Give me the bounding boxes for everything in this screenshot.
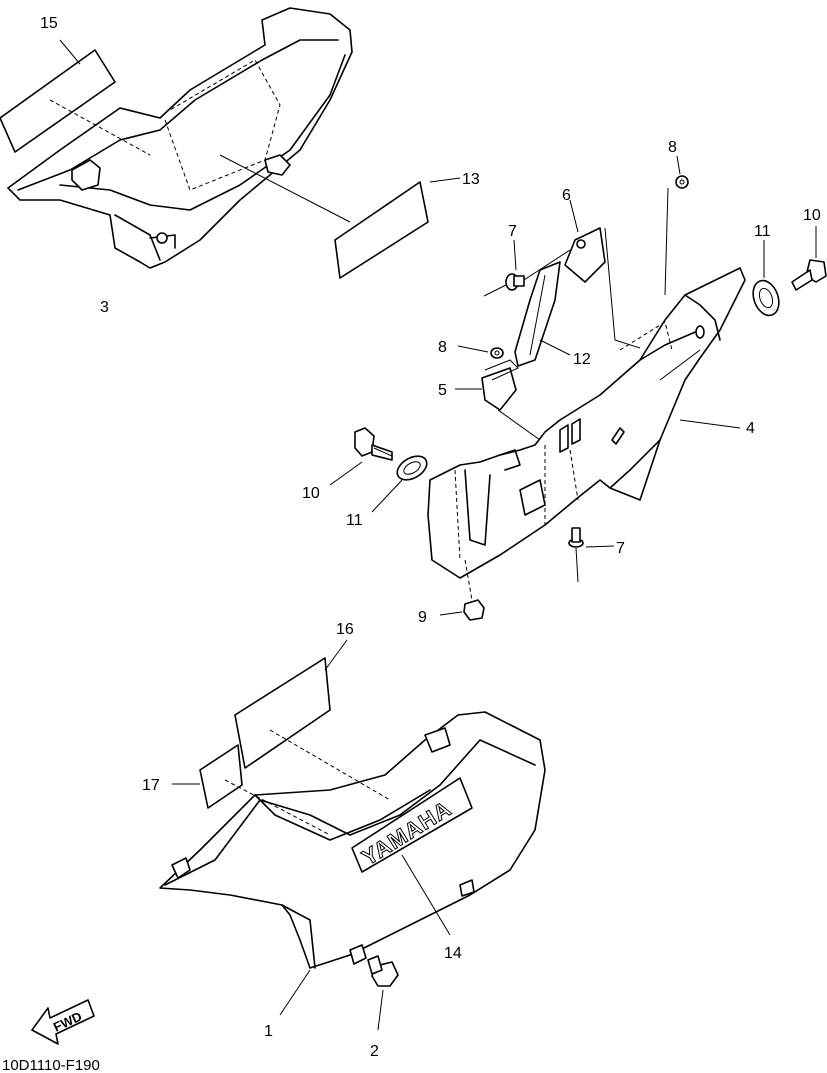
decal-part-17 — [172, 744, 331, 836]
callout-4: 4 — [746, 420, 755, 437]
callout-11-left: 11 — [346, 512, 363, 529]
callout-9: 9 — [418, 609, 427, 626]
callout-7-lower: 7 — [616, 540, 625, 557]
callout-15: 15 — [40, 15, 58, 32]
callout-1: 1 — [264, 1023, 273, 1040]
side-cover-lower-part-1 — [159, 711, 546, 969]
forward-label: FWD — [51, 1009, 84, 1035]
callout-10-left: 10 — [302, 485, 320, 502]
washer-part-8-upper — [664, 155, 689, 296]
callout-12: 12 — [573, 351, 591, 368]
grommet-part-11-right — [752, 240, 780, 317]
callout-8-lower: 8 — [438, 339, 447, 356]
clip-part-5 — [455, 359, 541, 441]
decal-part-13 — [219, 154, 461, 279]
callout-10-right: 10 — [803, 207, 821, 224]
rivet-part-7-upper — [483, 239, 571, 297]
forward-arrow-icon: FWD — [31, 999, 95, 1045]
callout-labels: 15 13 3 8 6 7 10 11 12 8 5 4 10 11 7 9 1… — [40, 15, 821, 1060]
nut-part-9 — [439, 559, 485, 621]
callout-2: 2 — [370, 1043, 379, 1060]
strap-part-12 — [514, 261, 571, 367]
callout-6: 6 — [562, 187, 571, 204]
drawing-code: 10D1110-F190 — [2, 1057, 100, 1073]
frame-bracket-part-4 — [427, 267, 746, 579]
grommet-part-11-left — [371, 455, 428, 513]
decal-part-15 — [0, 39, 151, 156]
callout-13: 13 — [462, 171, 480, 188]
callout-7-upper: 7 — [508, 223, 517, 240]
callout-17: 17 — [142, 777, 160, 794]
callout-11-right: 11 — [754, 223, 771, 240]
decal-part-16 — [234, 639, 391, 801]
callout-8-upper: 8 — [668, 139, 677, 156]
bolt-part-10-right — [791, 226, 827, 291]
callout-3: 3 — [100, 299, 109, 316]
callout-16: 16 — [336, 621, 354, 638]
screw-part-2 — [367, 955, 399, 1031]
callout-14: 14 — [444, 945, 462, 962]
bolt-part-10-left — [329, 427, 393, 486]
side-cover-upper-part-3 — [7, 7, 353, 269]
washer-part-8-lower — [457, 345, 504, 359]
rivet-part-7-lower — [568, 527, 615, 583]
clip-bracket-part-6 — [564, 199, 641, 349]
callout-5: 5 — [438, 382, 447, 399]
